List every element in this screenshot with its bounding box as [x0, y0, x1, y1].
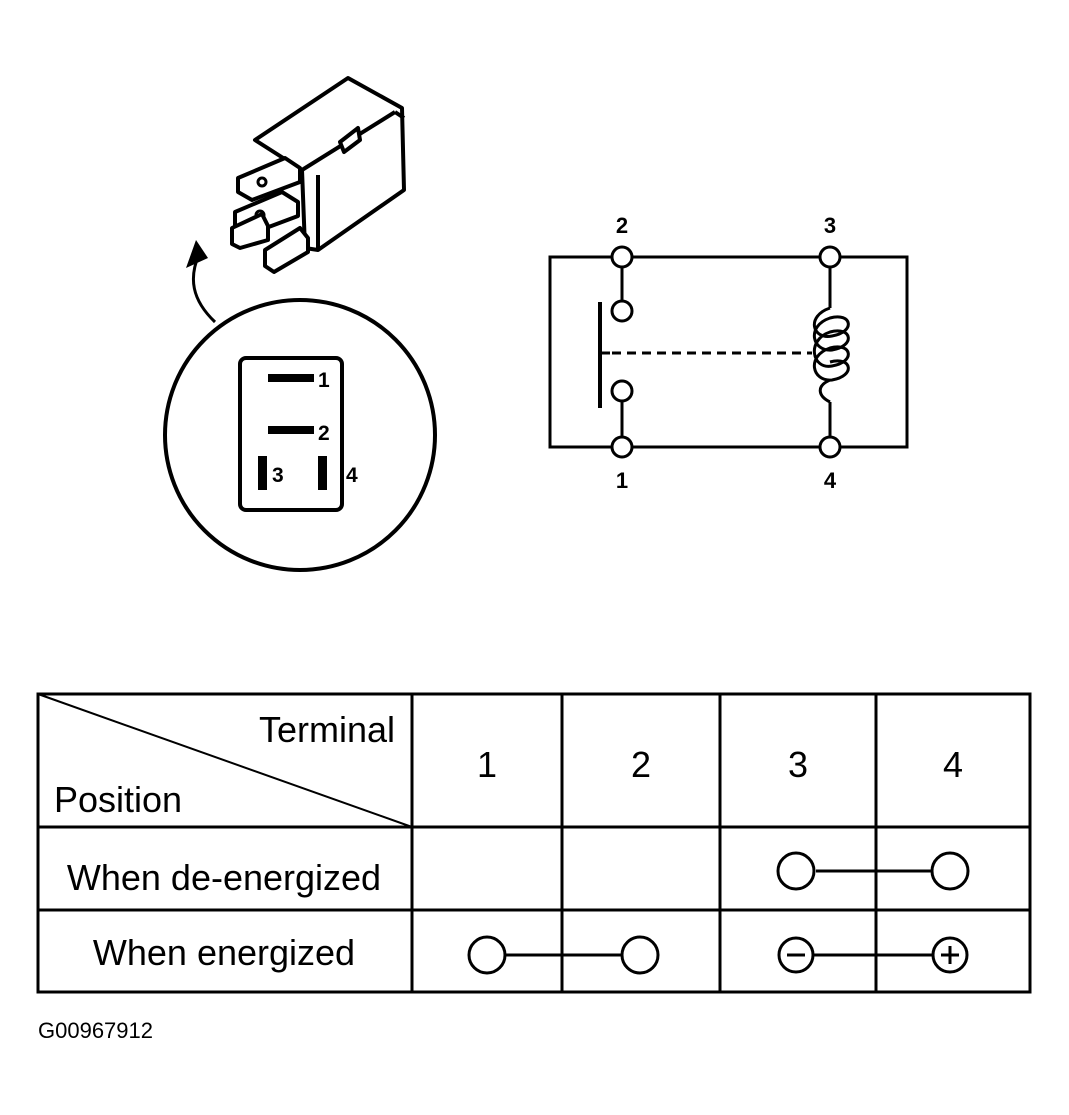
terminal-node-3: [818, 245, 842, 269]
terminal-node-1: [610, 435, 634, 459]
column-header-4: 4: [943, 744, 963, 785]
header-diagonal: [37, 693, 413, 828]
terminal-node-4: [818, 435, 842, 459]
continuity-3-4-deenergized: [776, 851, 970, 891]
figure-id: G00967912: [38, 1018, 153, 1043]
terminal-node-2: [610, 245, 634, 269]
pin-label-2: 2: [318, 422, 330, 445]
row-label-energized: When energized: [93, 932, 355, 973]
column-header-1: 1: [477, 744, 497, 785]
pin-layout-view: 1 2 3 4: [163, 298, 437, 572]
relay-illustration: [230, 76, 406, 274]
column-header-2: 2: [631, 744, 651, 785]
schematic-label-3: 3: [824, 213, 836, 238]
header-position: Position: [54, 779, 182, 820]
pin-label-4: 4: [346, 464, 358, 487]
row-label-deenergized: When de-energized: [67, 857, 381, 898]
schematic-label-1: 1: [616, 468, 628, 493]
pin-label-3: 3: [272, 464, 284, 487]
continuity-table: Terminal Position 1 2 3 4 When de-energi…: [36, 692, 1032, 994]
arrow-head-icon: [186, 240, 208, 268]
battery-3-4-energized: [777, 936, 969, 974]
header-terminal: Terminal: [259, 709, 395, 750]
coil-icon: [812, 306, 850, 404]
relay-schematic: 2 3 1 4: [548, 213, 909, 493]
schematic-label-4: 4: [824, 468, 837, 493]
column-header-3: 3: [788, 744, 808, 785]
pin-label-1: 1: [318, 369, 330, 392]
continuity-1-2-energized: [467, 935, 660, 975]
schematic-label-2: 2: [616, 213, 628, 238]
